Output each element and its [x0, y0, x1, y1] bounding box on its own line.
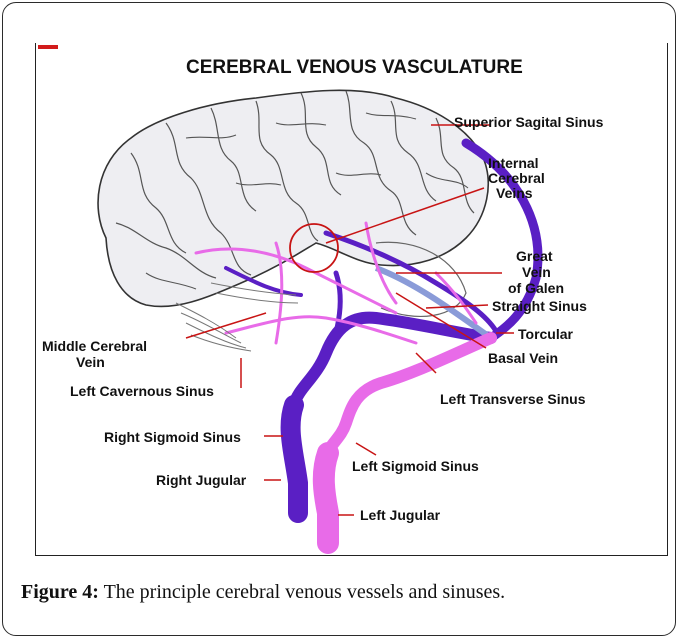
label-great-vein-3: of Galen	[508, 280, 564, 296]
right-jugular-vessel	[291, 405, 298, 513]
label-basal-vein: Basal Vein	[488, 350, 558, 366]
label-middle-cerebral-vein-1: Middle Cerebral	[42, 338, 147, 354]
label-straight-sinus: Straight Sinus	[492, 298, 587, 314]
label-left-transverse-sinus: Left Transverse Sinus	[440, 391, 586, 407]
brain-illustration	[98, 90, 488, 306]
label-great-vein-1: Great	[516, 248, 553, 264]
figure-caption: Figure 4: The principle cerebral venous …	[21, 581, 661, 604]
figure-image: CEREBRAL VENOUS VASCULATURE	[35, 43, 668, 556]
venous-diagram: CEREBRAL VENOUS VASCULATURE	[36, 43, 668, 556]
label-left-cavernous-sinus: Left Cavernous Sinus	[70, 383, 214, 399]
label-middle-cerebral-vein-2: Vein	[76, 354, 105, 370]
caption-label: Figure 4:	[21, 581, 99, 603]
label-great-vein-2: Vein	[522, 264, 551, 280]
label-right-sigmoid-sinus: Right Sigmoid Sinus	[104, 429, 241, 445]
label-internal-cerebral-veins-2: Cerebral	[488, 170, 545, 186]
label-left-jugular: Left Jugular	[360, 507, 441, 523]
label-right-jugular: Right Jugular	[156, 472, 247, 488]
label-internal-cerebral-veins-3: Veins	[496, 185, 533, 201]
leader-left-sigmoid	[356, 443, 376, 455]
label-left-sigmoid-sinus: Left Sigmoid Sinus	[352, 458, 479, 474]
caption-text: The principle cerebral venous vessels an…	[99, 581, 505, 603]
label-torcular: Torcular	[518, 326, 574, 342]
label-superior-sagital-sinus: Superior Sagital Sinus	[454, 114, 604, 130]
label-internal-cerebral-veins-1: Internal	[488, 155, 539, 171]
left-jugular-vessel	[324, 453, 328, 543]
diagram-title: CEREBRAL VENOUS VASCULATURE	[186, 57, 523, 78]
